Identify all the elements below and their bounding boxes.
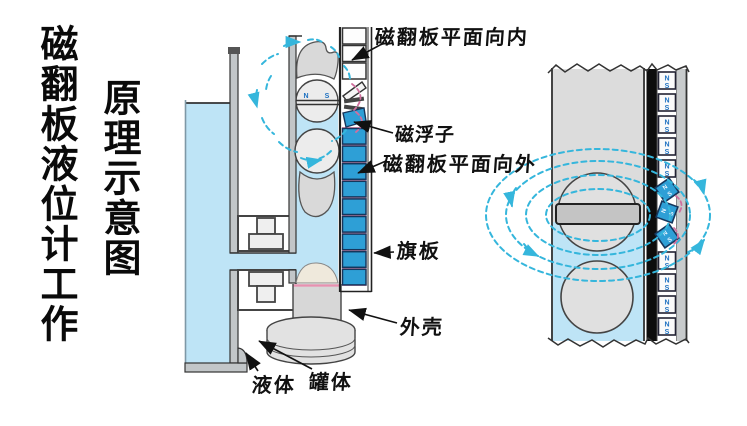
upper-flange-stem — [256, 217, 276, 235]
detail-top-break-edge — [547, 62, 690, 74]
svg-text:N: N — [664, 76, 669, 83]
svg-text:S: S — [665, 83, 670, 90]
svg-text:N: N — [664, 300, 669, 307]
label-flag-plate: 旗板 — [396, 241, 442, 263]
flap-edge-on-1 — [343, 96, 365, 104]
label-flap-face-outward: 磁翻板平面向外 — [382, 154, 538, 176]
tube-left-wall-lower — [288, 269, 297, 284]
label-outer-shell: 外壳 — [399, 317, 445, 339]
field-lines-main — [247, 35, 363, 169]
leader-liquid — [245, 352, 261, 372]
leader-flap-face-outward — [357, 160, 387, 174]
svg-text:S: S — [665, 149, 670, 156]
svg-text:N: N — [662, 230, 669, 237]
leader-tank-body — [258, 340, 313, 370]
svg-text:S: S — [665, 285, 670, 292]
svg-text:S: S — [665, 263, 670, 270]
label-flap-face-inward: 磁翻板平面向内 — [374, 27, 530, 49]
svg-text:S: S — [665, 171, 670, 178]
flap-indicator-column — [338, 27, 373, 293]
detail-ball-lower — [560, 260, 634, 334]
field-lines-detail — [485, 148, 711, 282]
svg-text:S: S — [665, 127, 670, 134]
svg-text:N: N — [664, 256, 669, 263]
svg-text:N: N — [664, 164, 669, 171]
upper-flange-plate — [248, 233, 284, 250]
label-magnetic-float: 磁浮子 — [394, 125, 456, 146]
connecting-nozzles — [230, 215, 297, 311]
base-dome — [295, 262, 339, 284]
detail-flaps-turning: N S N S N S — [654, 177, 680, 249]
leader-outer-shell — [348, 307, 398, 324]
tube-left-wall-upper — [288, 35, 297, 254]
svg-text:S: S — [667, 237, 674, 244]
float-ball-lower — [294, 128, 340, 174]
svg-text:N: N — [661, 208, 668, 214]
detail-flap-column: NS NS NS NS NS NS NS NS NS N S — [654, 71, 680, 336]
svg-text:N: N — [664, 322, 669, 329]
tank-right-wall-upper — [229, 49, 239, 254]
svg-text:S: S — [667, 191, 674, 198]
label-liquid: 液体 — [251, 375, 297, 397]
detail-tube-wall-black — [646, 69, 657, 341]
liquid-channel — [230, 253, 296, 270]
tank-right-wall-lower — [229, 269, 239, 364]
svg-text:N: N — [664, 120, 669, 127]
leader-flap-face-inward — [351, 43, 383, 61]
label-leaders — [245, 43, 398, 372]
tank-bottom-wall — [184, 362, 248, 373]
float-top-cap — [295, 40, 339, 80]
detail-float-balls — [555, 172, 641, 334]
float-pole-n: N — [303, 93, 308, 100]
leader-flag-plate — [373, 245, 395, 259]
magnet-bar — [555, 203, 641, 225]
magnetic-float: N S — [294, 40, 340, 218]
lower-flange-plate — [248, 271, 284, 287]
float-pole-s: S — [325, 93, 330, 100]
page-title-column-1: 磁翻板液位计工作 — [34, 24, 76, 344]
svg-text:S: S — [665, 307, 670, 314]
svg-text:S: S — [669, 211, 676, 217]
detail-bottom-break-edge — [547, 336, 690, 348]
storage-tank — [184, 47, 248, 373]
gauge-base — [266, 262, 356, 365]
transition-pink-arc-1 — [351, 83, 362, 111]
page-title-column-2: 原理示意图 — [97, 78, 139, 278]
svg-text:S: S — [665, 329, 670, 336]
svg-text:N: N — [664, 98, 669, 105]
svg-text:N: N — [664, 142, 669, 149]
tank-wall-cap — [228, 47, 240, 54]
svg-text:N: N — [662, 184, 669, 191]
detail-view: NS NS NS NS NS NS NS NS NS N S — [485, 62, 711, 348]
label-tank-body: 罐体 — [308, 372, 354, 394]
svg-text:N: N — [664, 278, 669, 285]
svg-text:S: S — [665, 105, 670, 112]
leader-magnetic-float — [353, 120, 394, 134]
float-bottom-cap — [298, 170, 336, 218]
lower-flange-stem — [256, 285, 276, 303]
